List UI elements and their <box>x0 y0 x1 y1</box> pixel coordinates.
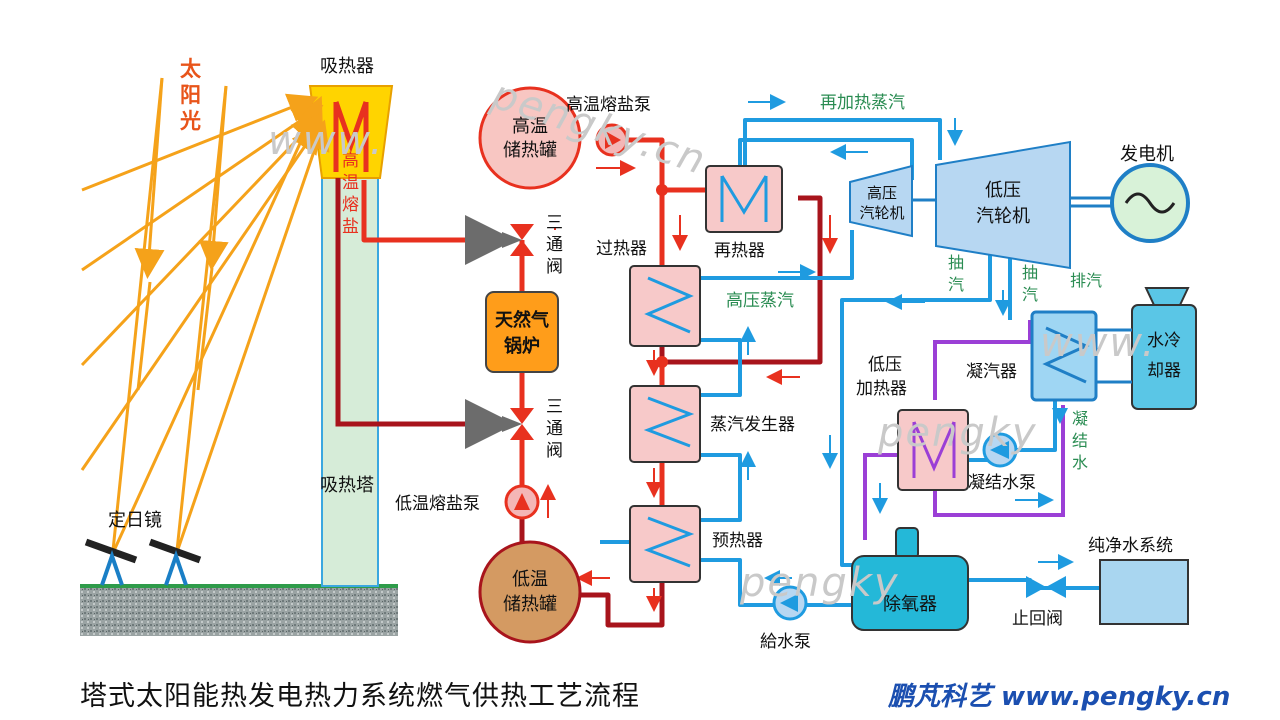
feed-water-pump <box>772 585 808 621</box>
pure-water-tank <box>1099 559 1189 625</box>
natural-gas-boiler <box>485 291 559 373</box>
brand-signature: 鹏芃科艺 www.pengky.cn <box>888 682 1231 712</box>
condensate-pump-label: 凝结水泵 <box>968 473 1036 493</box>
condensate-pump <box>982 432 1018 468</box>
three-way-valve-bottom <box>502 408 534 440</box>
steam-flow-arrows <box>740 94 1074 586</box>
hot-salt-label-1: 高 <box>342 151 359 171</box>
cold-salt-pump <box>504 484 540 520</box>
sunlight-label-2: 阳 <box>180 83 201 107</box>
hp-turbine-label-2: 汽轮机 <box>859 204 904 222</box>
pure-water-label: 纯净水系统 <box>1088 536 1173 556</box>
lp-heater-loop <box>863 320 1065 540</box>
cold-pump-label: 低温熔盐泵 <box>395 494 480 514</box>
reheat-steam-label: 再加热蒸汽 <box>820 93 905 113</box>
valve-bottom-label-1: 三 <box>546 397 563 417</box>
junction-node <box>656 184 668 196</box>
generator <box>1110 163 1190 243</box>
heliostat-1 <box>84 538 138 586</box>
generator-label: 发电机 <box>1120 144 1174 165</box>
hot-tank-label-1: 高温 <box>512 116 548 137</box>
condenser <box>1030 310 1098 402</box>
receiver-coil-icon <box>333 101 369 172</box>
condensate-label-1: 凝 <box>1072 409 1088 428</box>
reheater-label: 再热器 <box>714 241 765 261</box>
valve-bottom-label-3: 阀 <box>546 441 563 461</box>
junction-node <box>656 356 668 368</box>
valve-bottom-label-2: 通 <box>546 419 563 439</box>
reheater <box>705 165 783 233</box>
cold-tank-label-2: 储热罐 <box>503 594 557 615</box>
three-way-valve-top <box>502 224 534 256</box>
preheater-label: 预热器 <box>712 531 763 551</box>
ground <box>80 586 398 636</box>
hp-turbine-label-1: 高压 <box>867 184 897 202</box>
tower-label: 吸热塔 <box>320 475 374 496</box>
lp-turbine-label-2: 汽轮机 <box>976 206 1030 227</box>
hot-salt-label-3: 熔 <box>342 195 359 215</box>
feed-pump-label: 給水泵 <box>760 632 811 652</box>
cold-storage-tank <box>478 540 582 644</box>
steam-generator <box>629 385 701 463</box>
receiver-label: 吸热器 <box>320 56 374 77</box>
preheater <box>629 505 701 583</box>
water-cooler-label-2: 却器 <box>1147 361 1181 381</box>
valve-top-label-3: 阀 <box>546 257 563 277</box>
extract-label-2b: 汽 <box>1022 285 1038 304</box>
extract-label-1a: 抽 <box>948 253 964 272</box>
check-valve <box>1026 576 1066 598</box>
hot-tank-label-2: 储热罐 <box>503 140 557 161</box>
cold-salt-line <box>335 178 515 449</box>
superheater-label: 过热器 <box>596 239 647 259</box>
hot-salt-pump <box>595 123 629 157</box>
sunlight-rays <box>80 77 330 561</box>
lp-heater <box>897 409 969 491</box>
condensate-label-2: 结 <box>1072 431 1088 450</box>
extract-label-1b: 汽 <box>948 275 964 294</box>
cold-tank-label-1: 低温 <box>512 569 548 590</box>
hp-steam-label: 高压蒸汽 <box>726 291 794 311</box>
diagram-caption: 塔式太阳能热发电热力系统燃气供热工艺流程 <box>80 681 640 712</box>
hot-salt-label-2: 温 <box>342 173 359 193</box>
deaerator <box>851 527 969 631</box>
condenser-label: 凝汽器 <box>966 362 1017 382</box>
water-cooler-label-1: 水冷 <box>1147 331 1181 351</box>
ray-arrow <box>134 77 165 279</box>
lp-heater-label-2: 加热器 <box>856 379 907 399</box>
condensate-label-3: 水 <box>1072 453 1088 472</box>
steam-generator-label: 蒸汽发生器 <box>710 415 795 435</box>
lp-turbine-label-1: 低压 <box>985 180 1021 201</box>
sunlight-label-3: 光 <box>179 109 201 133</box>
water-cooler <box>1096 287 1197 410</box>
valve-top-label-2: 通 <box>546 235 563 255</box>
valve-top-label-1: 三 <box>546 213 563 233</box>
check-valve-label: 止回阀 <box>1012 609 1063 629</box>
heliostat-2 <box>148 538 202 586</box>
hp-turbine <box>849 164 913 238</box>
ray-arrow <box>198 85 229 271</box>
deaerator-label: 除氧器 <box>883 594 937 615</box>
heliostat-label: 定日镜 <box>108 510 162 531</box>
boiler-label-1: 天然气 <box>495 309 549 331</box>
extract-label-2a: 抽 <box>1022 263 1038 282</box>
lp-turbine <box>935 140 1071 270</box>
hot-pump-label: 高温熔盐泵 <box>566 95 651 115</box>
sunlight-label-1: 太 <box>180 57 202 81</box>
lp-heater-label-1: 低压 <box>868 355 902 375</box>
hot-storage-tank <box>478 86 582 190</box>
exhaust-label: 排汽 <box>1070 271 1102 290</box>
boiler-label-2: 锅炉 <box>504 335 540 357</box>
absorber-tower <box>321 177 379 587</box>
hot-salt-label-4: 盐 <box>342 217 359 237</box>
superheater <box>629 265 701 347</box>
